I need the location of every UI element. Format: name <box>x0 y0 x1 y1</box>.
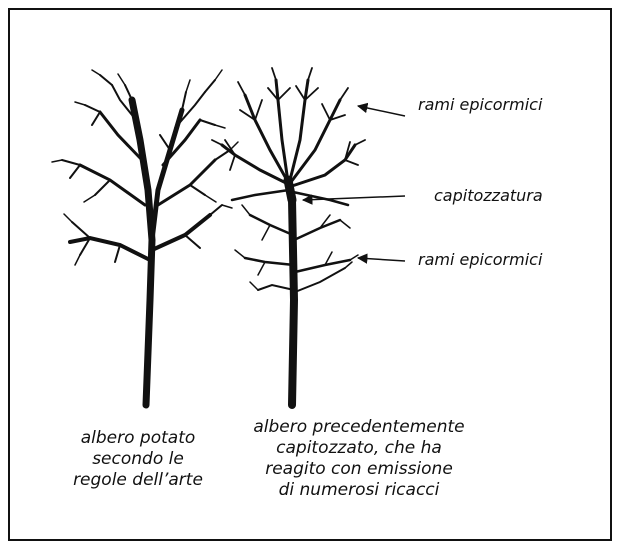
caption-left-tree: albero potato secondo le regole dell’art… <box>73 428 203 490</box>
label-topping: capitozzatura <box>434 186 543 205</box>
left-tree-pruned <box>51 69 239 409</box>
annotation-arrows <box>301 102 406 264</box>
arrow-epicormic-top <box>356 102 406 117</box>
caption-right-tree: albero precedentemente capitozzato, che … <box>253 417 465 500</box>
right-tree-topped <box>211 67 366 409</box>
figure-frame <box>8 8 612 541</box>
arrow-topping <box>301 194 406 205</box>
label-epicormic-top: rami epicormici <box>418 95 543 114</box>
label-epicormic-bottom: rami epicormici <box>418 250 543 269</box>
arrow-epicormic-bottom <box>356 253 406 264</box>
